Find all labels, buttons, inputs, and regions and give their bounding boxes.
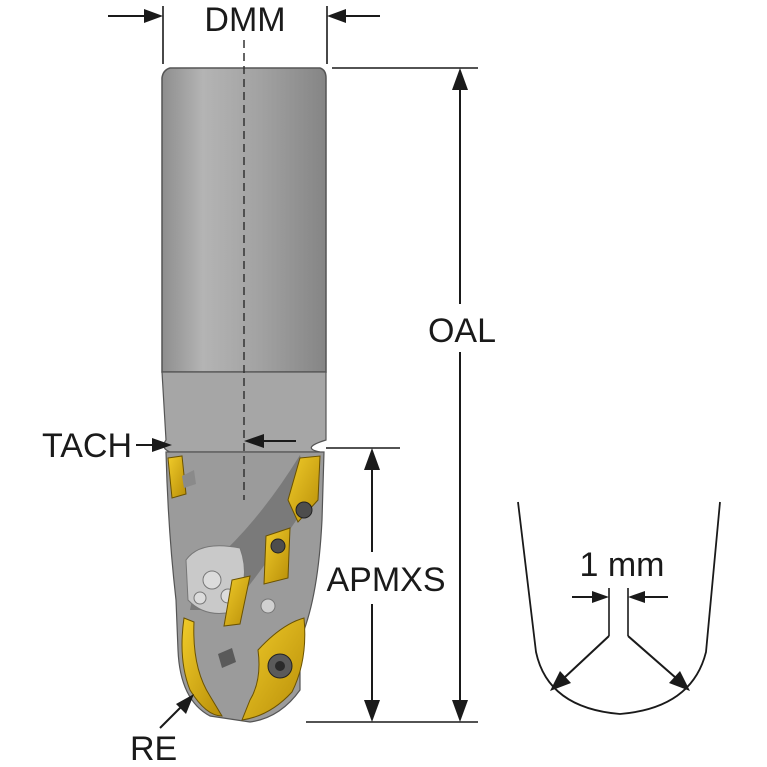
- chip-detail: [193, 591, 207, 605]
- re-label: RE: [130, 730, 177, 767]
- insert-screw: [275, 661, 285, 671]
- coolant-hole: [218, 648, 236, 668]
- oal-dimension: OAL: [306, 67, 496, 723]
- body-small-insert: [182, 470, 196, 488]
- radius-detail-view: 1 mm: [517, 501, 721, 715]
- insert-mid: [263, 527, 291, 585]
- insert-screw: [270, 538, 286, 554]
- dmm-label: DMM: [204, 1, 285, 39]
- ball-profile-curve: [517, 501, 721, 715]
- insert-lower-mid: [223, 575, 251, 627]
- oal-label: OAL: [428, 312, 496, 350]
- tach-dimension: TACH: [42, 427, 296, 465]
- insert-screw: [295, 501, 313, 519]
- chip-detail: [202, 570, 222, 590]
- insert-ball-left: [181, 617, 223, 717]
- apmxs-label: APMXS: [326, 561, 445, 599]
- tach-label: TACH: [42, 427, 132, 465]
- end-mill-tool: [161, 67, 327, 723]
- chip-detail: [260, 598, 276, 614]
- detail-width-label: 1 mm: [580, 546, 665, 584]
- insert-top-left: [167, 455, 187, 499]
- apmxs-dimension: APMXS: [326, 447, 446, 722]
- dmm-dimension: DMM: [108, 1, 380, 64]
- re-dimension: RE: [130, 694, 194, 767]
